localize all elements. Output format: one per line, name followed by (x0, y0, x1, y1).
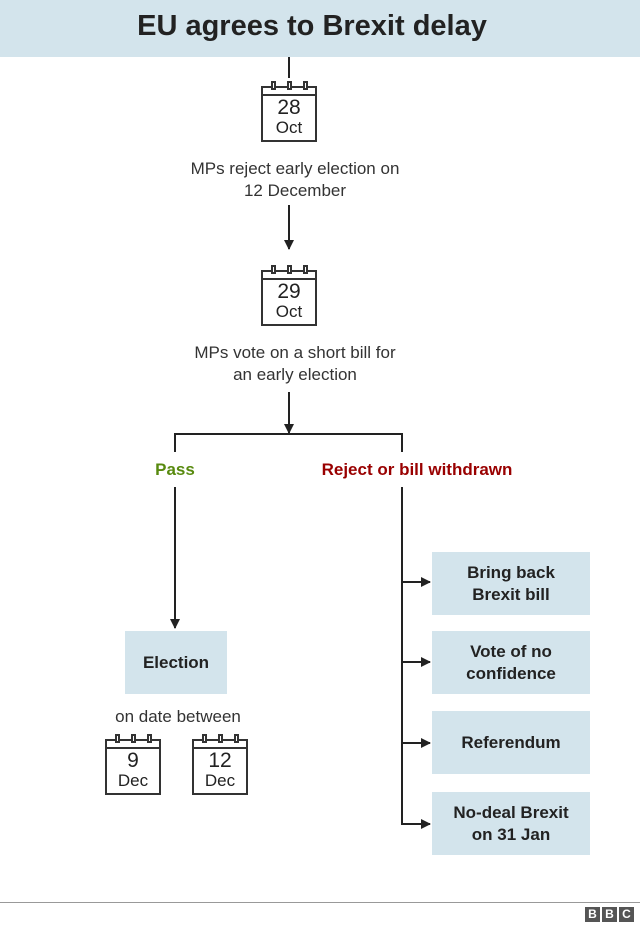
logo-letter: B (602, 907, 617, 922)
election-date-text: on date between (115, 707, 241, 726)
calendar-icon: 28 Oct (261, 81, 317, 142)
calendar-icon: 29 Oct (261, 265, 317, 326)
branch-label-reject: Reject or bill withdrawn (321, 460, 513, 479)
diagram-title: EU agrees to Brexit delay (137, 10, 487, 42)
footer-divider (0, 902, 640, 903)
calendar-day: 12 (208, 749, 232, 772)
bbc-logo: B B C (585, 907, 634, 922)
calendar-day: 29 (277, 280, 301, 303)
calendar-icon: 9 Dec (105, 734, 161, 795)
step-caption: MPs vote on a short bill for an early el… (194, 343, 396, 384)
logo-letter: C (619, 907, 634, 922)
step-caption: MPs reject early election on 12 December (190, 159, 400, 200)
header-banner: EU agrees to Brexit delay (0, 0, 640, 57)
option-label: Vote of no confidence (466, 641, 556, 683)
election-label: Election (142, 652, 210, 672)
election-box: Election (125, 631, 227, 694)
calendar-icon: 12 Dec (192, 734, 248, 795)
option-label: Referendum (461, 732, 561, 752)
logo-letter: B (585, 907, 600, 922)
option-box: Vote of no confidence (432, 631, 590, 694)
calendar-month: Dec (204, 771, 236, 790)
option-box: Bring back Brexit bill (432, 552, 590, 615)
option-box: No-deal Brexit on 31 Jan (432, 792, 590, 855)
calendar-day: 9 (127, 749, 139, 772)
calendar-month: Oct (275, 302, 303, 321)
option-label: No-deal Brexit on 31 Jan (453, 802, 569, 844)
option-box: Referendum (432, 711, 590, 774)
calendar-month: Oct (275, 118, 303, 137)
option-label: Bring back Brexit bill (467, 562, 555, 604)
branch-label-pass: Pass (155, 460, 195, 479)
calendar-day: 28 (277, 96, 301, 119)
calendar-month: Dec (117, 771, 149, 790)
